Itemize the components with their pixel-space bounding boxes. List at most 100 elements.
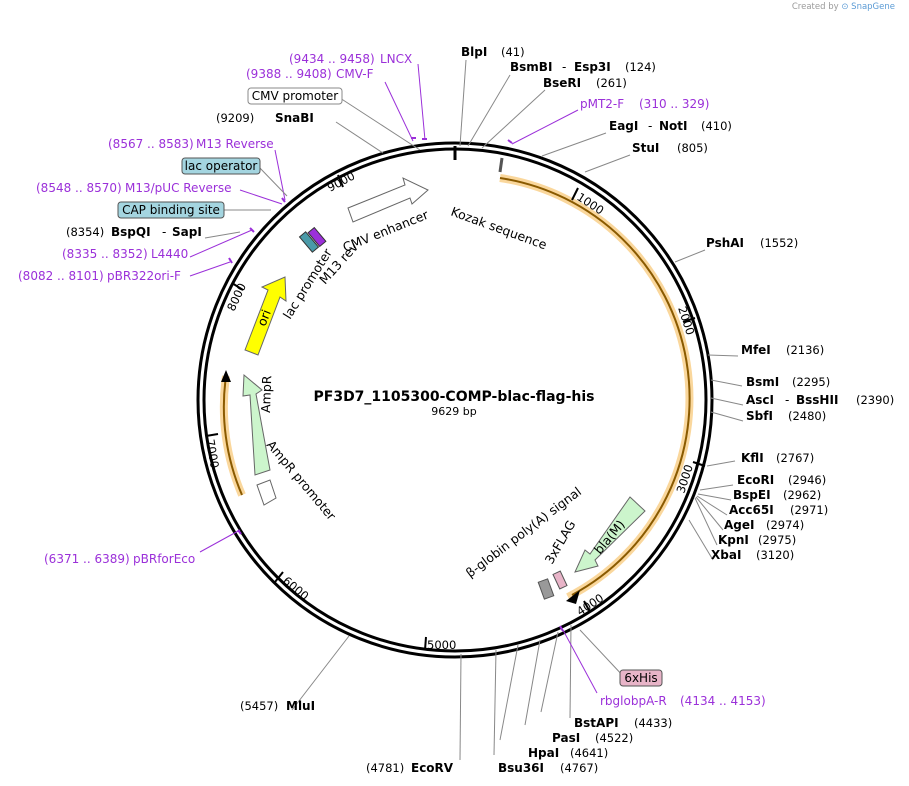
- primer-pBR322ori-F[interactable]: (8082 .. 8101) pBR322ori-F: [18, 269, 181, 283]
- primer-range: (9434 .. 9458): [289, 52, 375, 66]
- bla-m-feature: [574, 496, 646, 573]
- snapgene-logo-icon: ⊙: [841, 2, 849, 12]
- feature-label-3xflag: 3xFLAG: [542, 518, 579, 567]
- svg-text:-: -: [648, 119, 652, 133]
- ampr-orf-highlight: [219, 375, 246, 497]
- rs-name: KpnI: [718, 533, 749, 547]
- rs-StuI[interactable]: StuI (805): [632, 141, 708, 155]
- rs-AgeI[interactable]: AgeI (2974): [724, 518, 804, 532]
- ruler-label-7000: 7000: [203, 438, 222, 469]
- primer-M13-pUC-Reverse[interactable]: (8548 .. 8570) M13/pUC Reverse: [36, 181, 232, 195]
- rs-name: BsmI: [746, 375, 779, 389]
- rs-pos: (2962): [783, 488, 821, 502]
- svg-text:-: -: [785, 393, 789, 407]
- rs-AscI[interactable]: AscI - BssHII (2390): [746, 393, 894, 407]
- rs-pos: (2136): [786, 343, 824, 357]
- rs-name-2: BssHII: [796, 393, 838, 407]
- rs-BspEI[interactable]: BspEI (2962): [733, 488, 821, 502]
- rs-XbaI[interactable]: XbaI (3120): [711, 548, 794, 562]
- primer-range: (4134 .. 4153): [680, 694, 766, 708]
- box-cmv-promoter[interactable]: CMV promoter: [247, 87, 343, 105]
- rs-pos: (2974): [766, 518, 804, 532]
- primer-L4440[interactable]: (8335 .. 8352) L4440: [62, 247, 188, 261]
- rs-KflI[interactable]: KflI (2767): [741, 451, 814, 465]
- rs-name: XbaI: [711, 548, 741, 562]
- box-6xhis[interactable]: 6xHis: [619, 669, 663, 687]
- rs-pos: (2767): [776, 451, 814, 465]
- 3xflag-feature: [552, 570, 568, 590]
- rs-BlpI[interactable]: BlpI (41): [461, 45, 525, 59]
- primer-range: (8567 .. 8583): [108, 137, 194, 151]
- rs-BsmBI[interactable]: BsmBI - Esp3I (124): [510, 60, 656, 74]
- primer-CMV-F[interactable]: (9388 .. 9408) CMV-F: [246, 67, 374, 81]
- primer-M13-Reverse[interactable]: (8567 .. 8583) M13 Reverse: [108, 137, 274, 151]
- plasmid-name: PF3D7_1105300-COMP-blac-flag-his: [314, 389, 595, 405]
- rs-BstAPI[interactable]: BstAPI (4433): [574, 716, 672, 730]
- primer-name: pBR322ori-F: [107, 269, 181, 283]
- box-label-cap-binding-site: CAP binding site: [122, 203, 220, 217]
- rs-pos: (410): [701, 119, 732, 133]
- rs-EcoRI[interactable]: EcoRI (2946): [737, 473, 826, 487]
- rs-name: AscI: [746, 393, 774, 407]
- rs-pos: (4781): [366, 761, 404, 775]
- rs-pos: (124): [625, 60, 656, 74]
- rs-pos: (5457): [240, 699, 278, 713]
- rs-pos: (4522): [595, 731, 633, 745]
- primer-LNCX[interactable]: (9434 .. 9458) LNCX: [289, 52, 412, 66]
- credit-brand: SnapGene: [851, 2, 895, 12]
- rs-SbfI[interactable]: SbfI (2480): [746, 409, 826, 423]
- rs-Acc65I[interactable]: Acc65I (2971): [729, 503, 828, 517]
- box-lac-operator[interactable]: lac operator: [181, 157, 261, 175]
- rs-Bsu36I[interactable]: Bsu36I (4767): [498, 761, 598, 775]
- rs-name: BlpI: [461, 45, 487, 59]
- rs-name: MluI: [286, 699, 315, 713]
- feature-label-kozak: Kozak sequence: [449, 204, 549, 253]
- rs-BspQI[interactable]: (8354) BspQI - SapI: [66, 225, 202, 239]
- primer-name: M13/pUC Reverse: [125, 181, 232, 195]
- rs-name-2: SapI: [172, 225, 202, 239]
- rs-pos: (2971): [790, 503, 828, 517]
- rs-pos: (2975): [758, 533, 796, 547]
- rs-name: Acc65I: [729, 503, 774, 517]
- rs-name: BseRI: [543, 76, 581, 90]
- orf-arc: [499, 177, 691, 596]
- orf-arrowhead: [566, 590, 580, 604]
- rs-name: EcoRI: [737, 473, 774, 487]
- rs-EagI[interactable]: EagI - NotI (410): [609, 119, 732, 133]
- rs-pos: (2946): [788, 473, 826, 487]
- rs-PasI[interactable]: PasI (4522): [552, 731, 633, 745]
- rs-pos: (4641): [570, 746, 608, 760]
- rs-BsmI[interactable]: BsmI (2295): [746, 375, 830, 389]
- primer-pBRforEco[interactable]: (6371 .. 6389) pBRforEco: [44, 552, 195, 566]
- rs-pos: (4767): [560, 761, 598, 775]
- ruler-label-5000: 5000: [427, 638, 456, 652]
- primer-marks: [228, 137, 564, 632]
- rs-HpaI[interactable]: HpaI (4641): [528, 746, 608, 760]
- rs-name: StuI: [632, 141, 659, 155]
- rs-EcoRV[interactable]: (4781) EcoRV: [366, 761, 454, 775]
- backbone-outer: [196, 141, 714, 659]
- primer-range: (6371 .. 6389): [44, 552, 130, 566]
- primer-pMT2-F[interactable]: pMT2-F (310 .. 329): [580, 97, 709, 111]
- rs-name: HpaI: [528, 746, 559, 760]
- ruler-ticks: [205, 174, 706, 651]
- primer-name: M13 Reverse: [196, 137, 274, 151]
- rs-pos: (261): [596, 76, 627, 90]
- rs-pos: (2295): [792, 375, 830, 389]
- m13-rev-feature: [307, 226, 327, 248]
- rs-KpnI[interactable]: KpnI (2975): [718, 533, 796, 547]
- rs-pos: (8354): [66, 225, 104, 239]
- rs-SnaBI[interactable]: (9209) SnaBI: [216, 111, 314, 125]
- box-cap-binding-site[interactable]: CAP binding site: [117, 201, 225, 219]
- cmv-enhancer-feature: [347, 177, 429, 223]
- ampr-feature: [242, 373, 271, 476]
- ampr-promoter-feature: [256, 479, 277, 506]
- primer-rbglobpA-R[interactable]: rbglobpA-R (4134 .. 4153): [600, 694, 766, 708]
- rs-pos: (3120): [756, 548, 794, 562]
- rs-MluI[interactable]: (5457) MluI: [240, 699, 315, 713]
- rs-MfeI[interactable]: MfeI (2136): [741, 343, 824, 357]
- rs-PshAI[interactable]: PshAI (1552): [706, 236, 798, 250]
- rs-BseRI[interactable]: BseRI (261): [543, 76, 627, 90]
- primer-name: pBRforEco: [133, 552, 195, 566]
